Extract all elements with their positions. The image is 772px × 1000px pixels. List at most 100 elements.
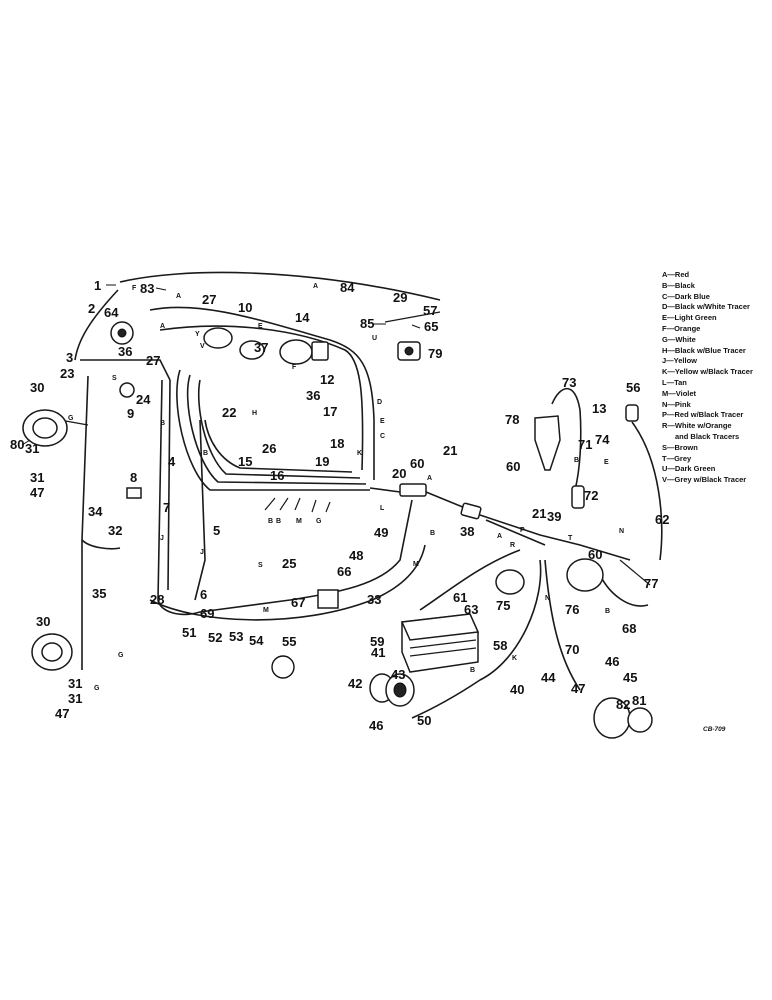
wire-letter: A [427,475,432,482]
callout-19: 19 [315,454,329,469]
callout-56: 56 [626,380,640,395]
callout-38: 38 [460,524,474,539]
wire-letter: H [252,410,257,417]
wire-letter: U [372,335,377,342]
components [22,321,653,739]
legend-item: E—Light Green [662,313,717,323]
wire-letter: R [510,542,515,549]
wire-letter: F [292,364,297,371]
callout-29: 29 [393,290,407,305]
callout-82: 82 [616,697,630,712]
callout-4: 4 [168,454,176,469]
wire-letter: B [276,518,281,525]
callout-67: 67 [291,595,305,610]
wire-letter: K [512,655,517,662]
callout-77: 77 [644,576,658,591]
callout-28: 28 [150,592,164,607]
legend-item: and Black Tracers [675,431,740,441]
wire-letter: P [520,527,525,534]
callout-66: 66 [337,564,351,579]
wire-letter: D [377,399,382,406]
callout-23: 23 [60,366,74,381]
callout-14: 14 [295,310,310,325]
legend-item: B—Black [662,280,695,290]
wire-letter: B [160,420,165,427]
callout-labels: 1 2 3 4 5 6 7 8 9 10 12 13 14 15 16 17 1… [10,278,669,733]
callout-36a: 36 [118,344,132,359]
callout-73: 73 [562,375,576,390]
wire-letter: T [568,535,573,542]
callout-30a: 30 [30,380,44,395]
callout-35: 35 [92,586,106,601]
callout-84: 84 [340,280,355,295]
legend-item: M—Violet [662,388,697,398]
wire-letter: B [470,667,475,674]
callout-49: 49 [374,525,388,540]
legend-item: A—Red [662,270,690,279]
callout-41: 41 [371,645,385,660]
callout-71: 71 [578,437,592,452]
wire-letter: F [132,285,137,292]
callout-54: 54 [249,633,264,648]
callout-15: 15 [238,454,252,469]
wire-letter: S [258,562,263,569]
wire-letter: M [263,607,269,614]
wire-letter: B [203,450,208,457]
legend-item: V—Grey w/Black Tracer [662,475,747,485]
wire-letter: N [545,595,550,602]
callout-40: 40 [510,682,524,697]
wire-letter: K [357,450,362,457]
wire-letter: E [604,459,609,466]
callout-21b: 21 [532,506,546,521]
callout-85: 85 [360,316,374,331]
wire-letter: A [497,533,502,540]
callout-39: 39 [547,509,561,524]
callout-61: 61 [453,590,467,605]
callout-34: 34 [88,504,103,519]
callout-24: 24 [136,392,151,407]
wire-letter: G [68,415,74,422]
legend-item: N—Pink [662,399,691,409]
wire-letter: A [176,293,181,300]
callout-47a: 47 [30,485,44,500]
wire-letter: G [118,652,124,659]
legend-item: J—Yellow [662,356,698,366]
callout-75: 75 [496,598,510,613]
wire-letter: N [619,528,624,535]
wire-letter: J [160,535,164,542]
callout-42: 42 [348,676,362,691]
wiring-harness [59,271,663,719]
callout-36b: 36 [306,388,320,403]
wire-letter: B [430,530,435,537]
callout-79: 79 [428,346,442,361]
callout-51: 51 [182,625,196,640]
callout-68: 68 [622,621,636,636]
callout-22: 22 [222,405,236,420]
callout-62: 62 [655,512,669,527]
wire-letter: B [268,518,273,525]
callout-10: 10 [238,300,252,315]
wire-letter: E [380,418,385,425]
callout-81: 81 [632,693,646,708]
callout-70: 70 [565,642,579,657]
callout-44: 44 [541,670,556,685]
callout-8: 8 [130,470,137,485]
callout-65: 65 [424,319,438,334]
callout-27a: 27 [202,292,216,307]
wire-letter: B [605,608,610,615]
wire-letter: S [112,375,117,382]
callout-48: 48 [349,548,363,563]
callout-78: 78 [505,412,519,427]
callout-50: 50 [417,713,431,728]
callout-80: 80 [10,437,24,452]
callout-47c: 47 [571,681,585,696]
wire-letter: G [94,685,100,692]
callout-31c: 31 [68,676,82,691]
callout-45: 45 [623,670,637,685]
wire-letter: Y [195,331,200,338]
legend-item: H—Black w/Blue Tracer [662,345,746,355]
callout-27b: 27 [146,353,160,368]
callout-63: 63 [464,602,478,617]
